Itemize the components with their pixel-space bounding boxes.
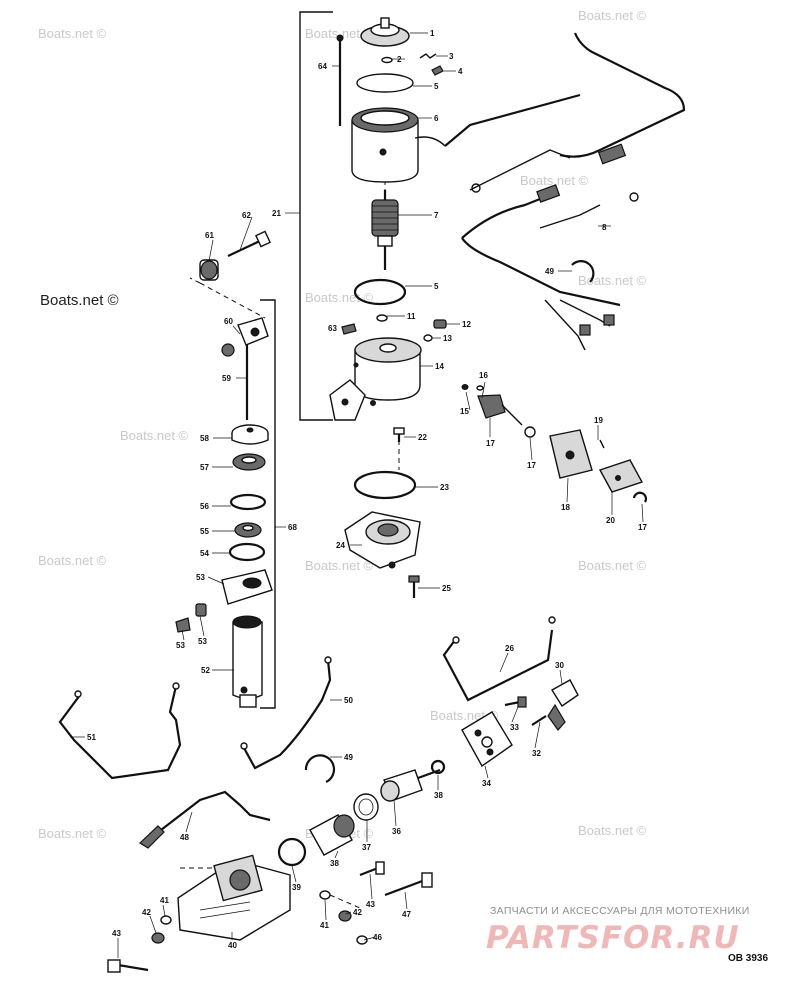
- solenoid-group: [461, 384, 648, 503]
- watermark: Boats.net ©: [578, 8, 647, 23]
- callout-18: 18: [561, 503, 570, 512]
- callout-17: 17: [486, 439, 495, 448]
- callout-52: 52: [201, 666, 210, 675]
- hydraulic-tubes: [58, 616, 556, 849]
- callout-23: 23: [440, 483, 449, 492]
- watermark: Boats.net ©: [38, 553, 107, 568]
- left-column-group: [175, 230, 273, 708]
- callout-39: 39: [292, 883, 301, 892]
- callout-42: 42: [142, 908, 151, 917]
- drawing-code: OB 3936: [728, 953, 768, 964]
- callout-68: 68: [288, 523, 297, 532]
- wiring-harness: [444, 32, 686, 351]
- callout-38: 38: [434, 791, 443, 800]
- watermark: Boats.net ©: [38, 826, 107, 841]
- callout-53: 53: [196, 573, 205, 582]
- callout-40: 40: [228, 941, 237, 950]
- watermark-boats-net-bold: Boats.net ©: [40, 292, 119, 309]
- brand-block: ЗАПЧАСТИ И АКСЕССУАРЫ ДЛЯ МОТОТЕХНИКИ PA…: [486, 905, 768, 964]
- callout-4: 4: [458, 67, 463, 76]
- callout-17-c: 17: [638, 523, 647, 532]
- callout-60: 60: [224, 317, 233, 326]
- callout-57: 57: [200, 463, 209, 472]
- watermark-layer: Boats.net © Boats.net © Boats.net © Boat…: [38, 8, 647, 841]
- callout-64: 64: [318, 62, 327, 71]
- callout-3: 3: [449, 52, 454, 61]
- callout-61: 61: [205, 231, 214, 240]
- watermark: Boats.net ©: [305, 26, 374, 41]
- callout-46: 46: [373, 933, 382, 942]
- callout-49: 49: [545, 267, 554, 276]
- callout-36: 36: [392, 827, 401, 836]
- callout-55: 55: [200, 527, 209, 536]
- watermark: Boats.net ©: [305, 290, 374, 305]
- callout-16: 16: [479, 371, 488, 380]
- watermark: Boats.net ©: [578, 823, 647, 838]
- callout-19: 19: [594, 416, 603, 425]
- callout-13: 13: [443, 334, 452, 343]
- callout-47: 47: [402, 910, 411, 919]
- brand-caption: ЗАПЧАСТИ И АКСЕССУАРЫ ДЛЯ МОТОТЕХНИКИ: [490, 905, 750, 917]
- callout-12: 12: [462, 320, 471, 329]
- callout-25: 25: [442, 584, 451, 593]
- callout-5: 5: [434, 82, 439, 91]
- watermark: Boats.net ©: [305, 558, 374, 573]
- callout-37: 37: [362, 843, 371, 852]
- starter-motor-top-group: [329, 17, 447, 421]
- callout-58: 58: [200, 434, 209, 443]
- callout-15: 15: [460, 407, 469, 416]
- callout-49-b: 49: [344, 753, 353, 762]
- callout-30: 30: [555, 661, 564, 670]
- callout-7: 7: [434, 211, 439, 220]
- callout-1: 1: [430, 29, 435, 38]
- callout-8: 8: [602, 223, 607, 232]
- callout-38-b: 38: [330, 859, 339, 868]
- callout-63: 63: [328, 324, 337, 333]
- callout-17-b: 17: [527, 461, 536, 470]
- callout-51: 51: [87, 733, 96, 742]
- center-pump-group: [344, 427, 421, 598]
- callout-34: 34: [482, 779, 491, 788]
- callout-32: 32: [532, 749, 541, 758]
- callout-48: 48: [180, 833, 189, 842]
- callout-41-b: 41: [320, 921, 329, 930]
- callout-14: 14: [435, 362, 444, 371]
- callout-41: 41: [160, 896, 169, 905]
- lower-right-group: [107, 679, 579, 973]
- callout-62: 62: [242, 211, 251, 220]
- callout-21: 21: [272, 209, 281, 218]
- watermark: Boats.net ©: [578, 273, 647, 288]
- watermark: Boats.net ©: [520, 173, 589, 188]
- callout-33: 33: [510, 723, 519, 732]
- brand-logo: PARTSFOR.RU: [486, 920, 740, 956]
- callout-50: 50: [344, 696, 353, 705]
- callout-26: 26: [505, 644, 514, 653]
- callout-24: 24: [336, 541, 345, 550]
- callout-20: 20: [606, 516, 615, 525]
- callout-43: 43: [112, 929, 121, 938]
- watermark: Boats.net ©: [38, 26, 107, 41]
- callout-2: 2: [397, 55, 402, 64]
- callout-54: 54: [200, 549, 209, 558]
- callout-6: 6: [434, 114, 439, 123]
- callout-leaders: [70, 32, 644, 958]
- callout-labels: 1 2 3 4 5 6 7 8 5 11 12 13 14 15 16 17 1…: [87, 29, 647, 950]
- callout-53-c: 53: [176, 641, 185, 650]
- callout-11: 11: [407, 312, 416, 321]
- callout-53-b: 53: [198, 637, 207, 646]
- watermark: Boats.net ©: [578, 558, 647, 573]
- callout-56: 56: [200, 502, 209, 511]
- callout-22: 22: [418, 433, 427, 442]
- callout-42-b: 42: [353, 908, 362, 917]
- callout-5-lower: 5: [434, 282, 439, 291]
- callout-43-b: 43: [366, 900, 375, 909]
- watermark: Boats.net ©: [120, 428, 189, 443]
- callout-59: 59: [222, 374, 231, 383]
